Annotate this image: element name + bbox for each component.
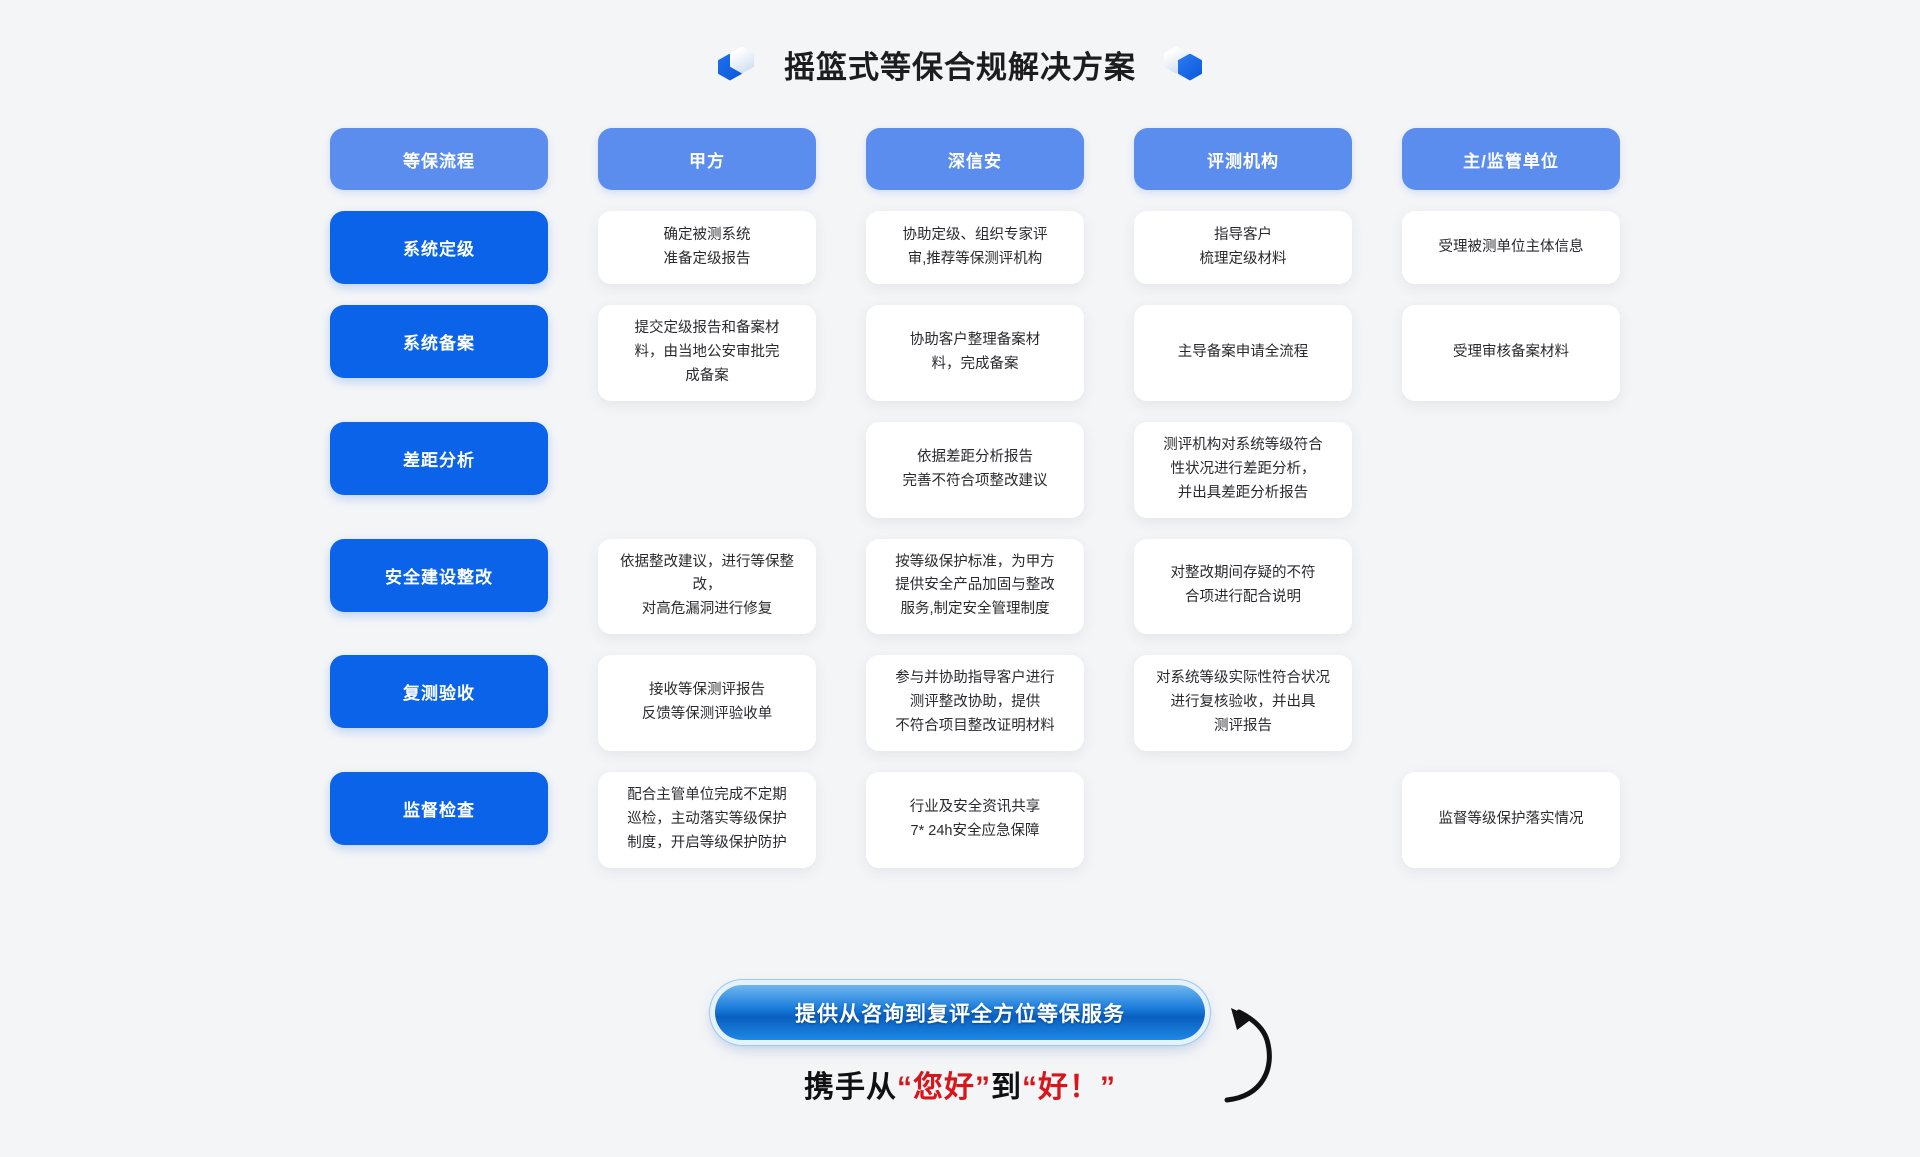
cell-r5-shenxinan: 参与并协助指导客户进行 测评整改协助，提供 不符合项目整改证明材料 [866,655,1084,752]
column-header-shenxinan[interactable]: 深信安 [866,128,1084,190]
column-header-process[interactable]: 等保流程 [330,128,548,190]
cell-r6-shenxinan: 行业及安全资讯共享 7* 24h安全应急保障 [866,772,1084,868]
column-header-regulator[interactable]: 主/监管单位 [1402,128,1620,190]
tagline-part-2: “您好” [897,1071,991,1104]
table-row: 监督检查 配合主管单位完成不定期 巡检，主动落实等级保护 制度，开启等级保护防护… [330,772,1620,868]
cell-r3-shenxinan: 依据差距分析报告 完善不符合项整改建议 [866,421,1084,518]
cell-r4-shenxinan: 按等级保护标准，为甲方 提供安全产品加固与整改 服务,制定安全管理制度 [866,538,1084,635]
cta-button-label: 提供从咨询到复评全方位等保服务 [795,1002,1125,1026]
cell-r1-regulator: 受理被测单位主体信息 [1402,211,1620,284]
cell-r1-assessment-agency: 指导客户 梳理定级材料 [1134,211,1352,284]
stage-pill-system-filing[interactable]: 系统备案 [330,305,548,378]
stage-pill-system-grading[interactable]: 系统定级 [330,211,548,284]
cell-r4-regulator [1402,539,1620,635]
cell-r4-party-a: 依据整改建议，进行等保整改， 对高危漏洞进行修复 [598,538,816,635]
stage-pill-retest-acceptance[interactable]: 复测验收 [330,655,548,729]
matrix-header-row: 等保流程 甲方 深信安 评测机构 主/监管单位 [330,128,1620,190]
cell-r5-assessment-agency: 对系统等级实际性符合状况 进行复核验收，并出具 测评报告 [1134,655,1352,752]
stage-pill-supervision-inspection[interactable]: 监督检查 [330,772,548,846]
curved-arrow-icon [1224,1008,1272,1103]
cell-r5-party-a: 接收等保测评报告 反馈等保测评验收单 [598,655,816,752]
cell-r2-party-a: 提交定级报告和备案材 料，由当地公安审批完 成备案 [598,305,816,401]
cta-button[interactable]: 提供从咨询到复评全方位等保服务 [715,985,1205,1040]
cell-r6-party-a: 配合主管单位完成不定期 巡检，主动落实等级保护 制度，开启等级保护防护 [598,772,816,868]
cell-r3-party-a [598,422,816,518]
hexagon-ornament-left-icon [718,45,762,85]
cell-r6-regulator: 监督等级保护落实情况 [1402,772,1620,868]
column-header-party-a[interactable]: 甲方 [598,128,816,190]
page-header: 摇篮式等保合规解决方案 [0,0,1920,87]
table-row: 系统备案 提交定级报告和备案材 料，由当地公安审批完 成备案 协助客户整理备案材… [330,305,1620,401]
tagline-part-4: “好！” [1022,1071,1116,1104]
cell-r1-shenxinan: 协助定级、组织专家评 审,推荐等保测评机构 [866,211,1084,284]
cell-r6-assessment-agency [1134,772,1352,868]
hexagon-ornament-right-icon [1158,45,1202,85]
cell-r1-party-a: 确定被测系统 准备定级报告 [598,211,816,284]
cell-r3-assessment-agency: 测评机构对系统等级符合 性状况进行差距分析， 并出具差距分析报告 [1134,421,1352,518]
cell-r2-regulator: 受理审核备案材料 [1402,305,1620,401]
table-row: 差距分析 依据差距分析报告 完善不符合项整改建议 测评机构对系统等级符合 性状况… [330,421,1620,518]
cell-r2-shenxinan: 协助客户整理备案材 料，完成备案 [866,305,1084,401]
process-matrix: 等保流程 甲方 深信安 评测机构 主/监管单位 系统定级 确定被测系统 准备定级… [330,128,1620,868]
cell-r4-assessment-agency: 对整改期间存疑的不符 合项进行配合说明 [1134,538,1352,635]
tagline: 携手从“您好”到“好！” [804,1062,1116,1106]
cell-r2-assessment-agency: 主导备案申请全流程 [1134,305,1352,401]
tagline-part-1: 携手从 [804,1071,897,1104]
table-row: 安全建设整改 依据整改建议，进行等保整改， 对高危漏洞进行修复 按等级保护标准，… [330,538,1620,635]
cell-r3-regulator [1402,422,1620,518]
stage-pill-gap-analysis[interactable]: 差距分析 [330,421,548,495]
tagline-part-3: 到 [991,1071,1022,1104]
table-row: 系统定级 确定被测系统 准备定级报告 协助定级、组织专家评 审,推荐等保测评机构… [330,211,1620,284]
cell-r5-regulator [1402,655,1620,751]
stage-pill-security-rectification[interactable]: 安全建设整改 [330,538,548,612]
column-header-assessment-agency[interactable]: 评测机构 [1134,128,1352,190]
footer-cta: 提供从咨询到复评全方位等保服务 携手从“您好”到“好！” [0,985,1920,1106]
table-row: 复测验收 接收等保测评报告 反馈等保测评验收单 参与并协助指导客户进行 测评整改… [330,655,1620,752]
page-title: 摇篮式等保合规解决方案 [784,50,1136,85]
